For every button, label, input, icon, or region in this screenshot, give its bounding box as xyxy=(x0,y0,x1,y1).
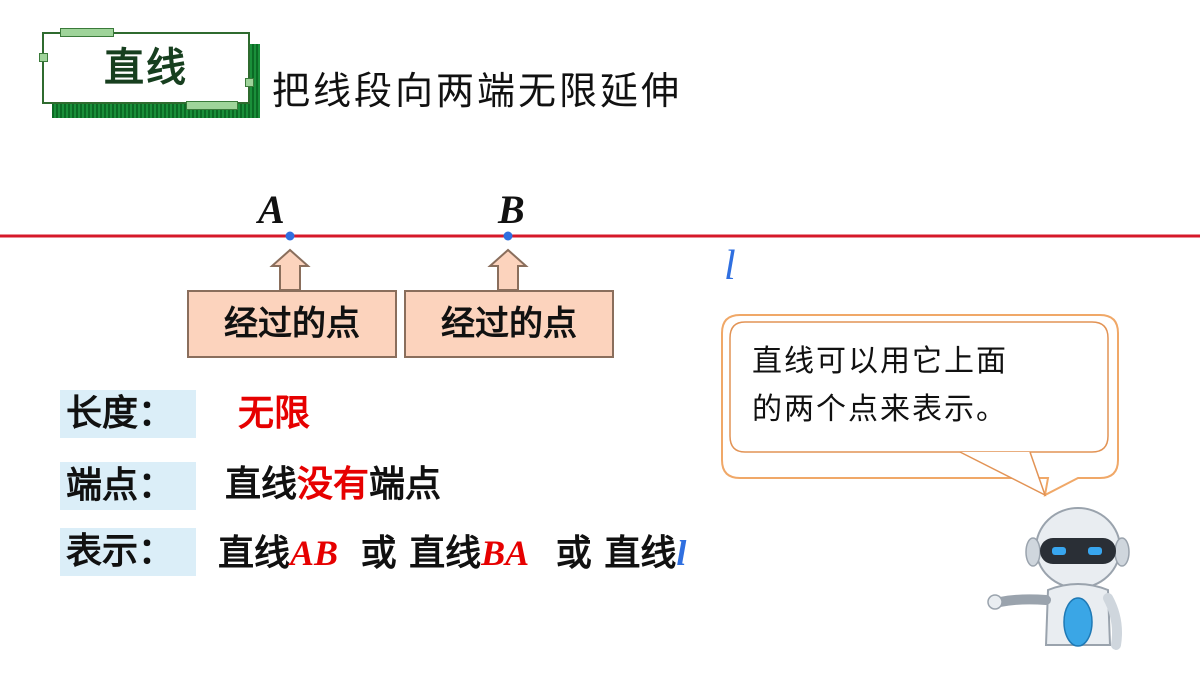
callout-point-b: 经过的点 xyxy=(404,290,614,358)
arrow-up-icon xyxy=(487,248,529,291)
endpoint-post: 端点 xyxy=(369,464,442,505)
badge-decoration xyxy=(245,78,254,87)
notation-or-1: 或 xyxy=(360,533,397,574)
badge-decoration xyxy=(186,101,238,110)
endpoint-key: 端点： xyxy=(60,462,196,510)
point-a-dot xyxy=(285,231,295,241)
notation-word-3: 直线 xyxy=(604,533,677,574)
title-badge xyxy=(42,32,250,104)
endpoint-emph: 没有 xyxy=(297,464,370,505)
badge-decoration xyxy=(60,28,114,37)
point-b-label: B xyxy=(498,187,525,232)
notation-value: 直线AB 或 直线BA 或 直线l xyxy=(218,524,686,576)
bubble-line-1: 直线可以用它上面 xyxy=(752,344,1008,379)
notation-key: 表示： xyxy=(60,528,196,576)
speech-bubble xyxy=(721,314,1119,497)
page-title: 直线 xyxy=(104,45,188,91)
point-b-dot xyxy=(503,231,513,241)
arrow-up-icon xyxy=(269,248,311,291)
callout-point-a: 经过的点 xyxy=(187,290,397,358)
length-key: 长度： xyxy=(60,390,196,438)
notation-ba: BA xyxy=(481,533,530,573)
notation-or-2: 或 xyxy=(555,533,592,574)
robot-mascot xyxy=(987,507,1130,650)
bubble-line-2: 的两个点来表示。 xyxy=(752,392,1008,427)
length-value: 无限 xyxy=(238,393,311,434)
point-a-label: A xyxy=(258,187,285,232)
line-label: l xyxy=(724,243,736,289)
speech-bubble-inner xyxy=(729,321,1109,453)
notation-word-2: 直线 xyxy=(409,533,482,574)
endpoint-pre: 直线 xyxy=(225,464,298,505)
notation-word-1: 直线 xyxy=(218,533,291,574)
badge-decoration xyxy=(39,53,48,62)
speech-bubble-tail xyxy=(959,451,1047,497)
endpoint-value: 直线没有端点 xyxy=(225,455,441,507)
subtitle: 把线段向两端无限延伸 xyxy=(272,69,683,113)
bubble-text: 直线可以用它上面 的两个点来表示。 xyxy=(752,338,1092,434)
notation-l: l xyxy=(676,533,687,573)
notation-ab: AB xyxy=(290,533,339,573)
